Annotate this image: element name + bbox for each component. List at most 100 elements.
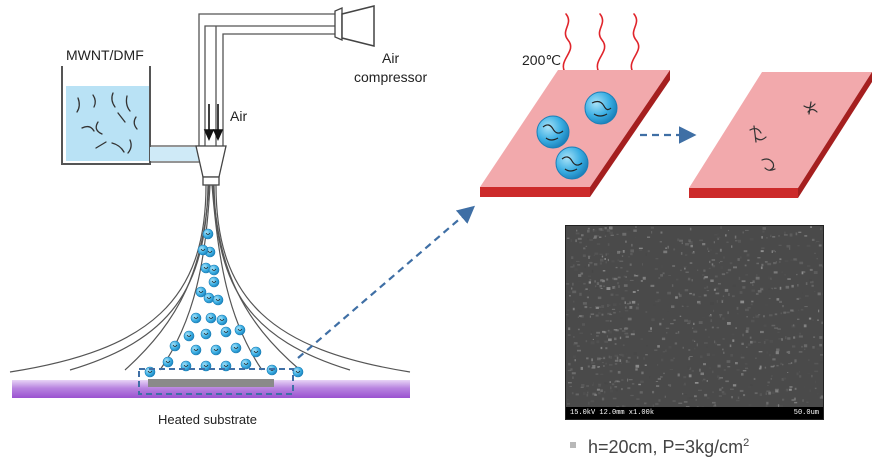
sem-speckle xyxy=(792,324,795,327)
sem-speckle xyxy=(768,297,771,300)
sem-speckle xyxy=(698,303,702,305)
sem-speckle xyxy=(672,400,676,402)
sem-speckle xyxy=(654,267,658,270)
sem-speckle xyxy=(722,317,725,320)
sem-speckle xyxy=(716,232,720,236)
sem-speckle xyxy=(721,273,726,276)
sem-speckle xyxy=(609,390,614,393)
sem-speckle xyxy=(615,266,618,269)
sem-speckle xyxy=(576,260,580,262)
sem-speckle xyxy=(700,372,704,376)
sem-speckle xyxy=(757,253,759,256)
nanotube-in-droplet xyxy=(203,364,209,367)
sem-speckle xyxy=(583,282,586,285)
nanotube-in-droplet xyxy=(200,248,206,251)
sem-speckle xyxy=(645,354,648,356)
sem-speckle xyxy=(687,366,691,369)
spray-droplet xyxy=(234,324,246,336)
sem-speckle xyxy=(591,330,593,334)
sem-speckle xyxy=(770,365,774,368)
nanotube-in-droplet xyxy=(193,348,199,351)
sem-speckle xyxy=(587,227,590,230)
sem-speckle xyxy=(767,262,772,266)
sem-speckle xyxy=(793,397,796,401)
sem-speckle xyxy=(578,274,582,277)
sem-speckle xyxy=(707,397,710,399)
sem-speckle xyxy=(764,339,769,341)
nanotube-in-droplet xyxy=(147,370,153,373)
sem-speckle xyxy=(580,315,584,318)
sem-speckle xyxy=(591,367,596,369)
sem-speckle xyxy=(721,298,725,301)
sem-speckle xyxy=(588,262,593,264)
sem-speckle xyxy=(585,245,588,247)
sem-speckle xyxy=(735,362,738,365)
spray-droplet xyxy=(208,276,220,288)
sem-speckle xyxy=(633,274,636,277)
sem-speckle xyxy=(614,380,617,383)
sem-speckle xyxy=(783,377,787,380)
sem-speckle xyxy=(821,231,823,234)
sem-speckle xyxy=(799,261,804,265)
sem-speckle xyxy=(567,317,570,319)
sem-speckle xyxy=(742,231,744,234)
sem-speckle xyxy=(710,319,713,322)
sem-speckle xyxy=(737,258,740,261)
sem-speckle xyxy=(592,384,594,386)
sem-speckle xyxy=(693,235,695,238)
sem-speckle xyxy=(819,361,823,364)
sem-speckle xyxy=(611,260,615,263)
sem-speckle xyxy=(632,300,636,304)
air-flow-arrows xyxy=(203,104,224,141)
sem-speckle xyxy=(720,226,722,229)
sem-speckle xyxy=(755,315,760,318)
sem-speckle xyxy=(615,389,618,392)
sem-speckle xyxy=(706,353,710,356)
sem-speckle xyxy=(699,355,703,359)
sem-speckle xyxy=(576,345,580,347)
sem-speckle xyxy=(601,362,604,364)
sem-speckle xyxy=(589,289,591,292)
sem-speckle xyxy=(691,370,694,372)
sem-speckle xyxy=(762,227,766,230)
sem-speckle xyxy=(643,402,647,405)
feed-tube xyxy=(150,145,205,163)
sem-speckle xyxy=(738,239,741,243)
sem-speckle xyxy=(634,236,636,239)
sem-speckle xyxy=(619,359,622,362)
sem-speckle xyxy=(691,252,695,254)
sem-speckle xyxy=(704,393,708,397)
sem-speckle xyxy=(805,282,808,285)
air-compressor-icon xyxy=(334,5,375,47)
sem-speckle xyxy=(730,353,733,357)
sem-speckle xyxy=(611,251,613,253)
sem-speckle xyxy=(815,254,818,256)
sem-speckle xyxy=(600,258,604,262)
sem-speckle xyxy=(667,291,671,295)
sem-speckle xyxy=(754,392,758,395)
sem-speckle xyxy=(586,388,588,390)
sem-speckle xyxy=(672,357,676,360)
sem-speckle xyxy=(795,232,798,236)
sem-speckle xyxy=(804,306,808,308)
sem-speckle xyxy=(801,345,803,348)
sem-speckle xyxy=(816,393,819,395)
temperature-label: 200℃ xyxy=(522,52,562,68)
sem-speckle xyxy=(779,286,782,290)
sem-speckle xyxy=(680,269,682,272)
sem-speckle xyxy=(665,349,667,352)
sem-speckle xyxy=(743,250,748,253)
sem-speckle xyxy=(600,373,604,375)
sem-speckle xyxy=(586,385,589,387)
spray-droplet xyxy=(210,344,222,356)
sem-speckle xyxy=(582,392,586,396)
sem-speckle xyxy=(745,229,749,231)
sem-speckle xyxy=(571,256,574,260)
sem-speckle xyxy=(729,262,733,265)
sem-speckle xyxy=(595,306,599,309)
sem-speckle xyxy=(718,395,722,397)
sem-speckle xyxy=(731,396,733,399)
sem-speckle xyxy=(694,340,696,342)
sem-speckle xyxy=(633,229,637,232)
sem-speckle xyxy=(719,314,723,316)
